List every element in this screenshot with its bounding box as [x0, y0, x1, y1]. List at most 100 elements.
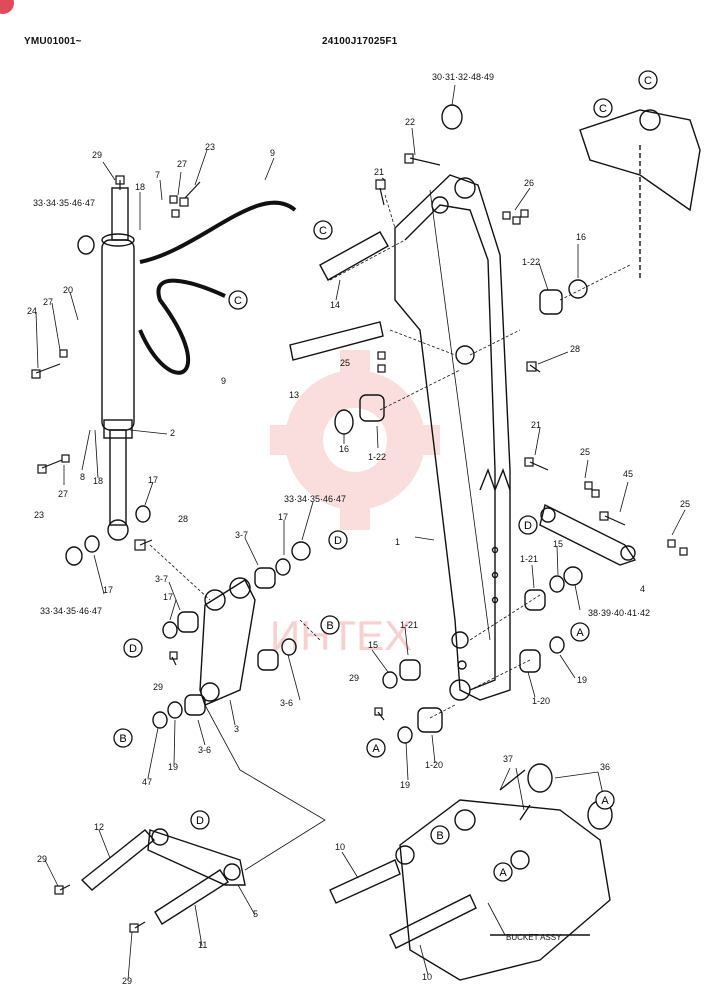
callout-marker: C: [593, 98, 613, 118]
callout-circle: [313, 220, 333, 240]
callout-letter: A: [499, 867, 507, 879]
hydraulic-cylinder: [101, 239, 135, 431]
part-label: 3: [234, 724, 239, 734]
callout-circle: [320, 615, 340, 635]
callout-circle: [328, 530, 348, 550]
part-label: 4: [640, 584, 645, 594]
callout-circle: [593, 98, 613, 118]
part-label: 16: [339, 444, 349, 454]
part-label: 38·39·40·41·42: [588, 608, 650, 618]
part-label: 17: [278, 512, 288, 522]
bucket-assy: [399, 799, 611, 981]
part-label: 29: [153, 682, 163, 692]
pin-12: [80, 829, 156, 891]
part-label: 27: [177, 159, 187, 169]
part-label: 18: [93, 476, 103, 486]
bolts: [31, 153, 688, 933]
callout-letter: A: [601, 795, 609, 807]
part-label: 1-20: [425, 760, 443, 770]
part-label: 19: [168, 762, 178, 772]
pin-10a: [329, 859, 401, 904]
callout-circle: [228, 290, 248, 310]
part-label: 45: [623, 469, 633, 479]
label-layer: 30·31·32·48·49222126297272391833·34·35·4…: [27, 72, 690, 986]
part-label: 2: [170, 428, 175, 438]
pin-14: [319, 231, 389, 281]
callout-circle: [123, 638, 143, 658]
part-label: 33·34·35·46·47: [40, 606, 102, 616]
callout-marker: A: [366, 738, 386, 758]
link-4: [539, 503, 637, 566]
part-label: BUCKET ASSY: [506, 933, 562, 942]
part-label: 17: [163, 592, 173, 602]
pin-10b: [389, 894, 477, 949]
part-label: 3-6: [280, 698, 293, 708]
part-label: 17: [103, 585, 113, 595]
part-label: 21: [374, 167, 384, 177]
part-label: 25: [680, 499, 690, 509]
part-label: 5: [253, 909, 258, 919]
part-label: 15: [553, 539, 563, 549]
callout-letter: A: [576, 627, 584, 639]
part-label: 19: [400, 780, 410, 790]
part-label: 8: [80, 472, 85, 482]
callout-letter: D: [196, 815, 204, 827]
part-label: 1-20: [532, 696, 550, 706]
callout-circle: [493, 862, 513, 882]
part-label: 1-21: [520, 554, 538, 564]
header-left-code: YMU01001~: [24, 36, 82, 47]
callout-layer: C C C C D D B D A B A A D B A: [113, 70, 658, 882]
part-label: 17: [148, 475, 158, 485]
callout-letter: D: [334, 535, 342, 547]
upper-boom-detail: [579, 109, 701, 212]
callout-marker: B: [430, 825, 450, 845]
part-label: 18: [135, 182, 145, 192]
part-label: 37: [503, 754, 513, 764]
part-label: 12: [94, 822, 104, 832]
part-label: 22: [405, 117, 415, 127]
part-label: 15: [368, 640, 378, 650]
callout-marker: D: [123, 638, 143, 658]
callout-letter: D: [524, 520, 532, 532]
link-3: [199, 578, 256, 706]
part-label: 29: [37, 854, 47, 864]
part-label: 1-22: [522, 257, 540, 267]
part-label: 1-21: [400, 620, 418, 630]
part-label: 9: [221, 376, 226, 386]
part-label: 28: [570, 344, 580, 354]
link-5: [147, 829, 246, 886]
callout-letter: C: [319, 225, 327, 237]
part-label: 27: [43, 297, 53, 307]
hose-lower: [138, 278, 226, 375]
callout-letter: B: [326, 620, 333, 632]
part-label: 1: [395, 537, 400, 547]
part-label: 20: [63, 285, 73, 295]
callout-circle: [190, 810, 210, 830]
callout-letter: C: [234, 295, 242, 307]
callout-marker: D: [328, 530, 348, 550]
callout-marker: B: [113, 728, 133, 748]
part-label: 16: [576, 232, 586, 242]
callout-circle: [518, 515, 538, 535]
callout-marker: A: [493, 862, 513, 882]
part-label: 27: [58, 489, 68, 499]
part-label: 25: [580, 447, 590, 457]
part-label: 36: [600, 762, 610, 772]
part-label: 26: [524, 178, 534, 188]
callout-letter: C: [644, 75, 652, 87]
callout-circle: [638, 70, 658, 90]
part-label: 29: [92, 150, 102, 160]
callout-marker: C: [638, 70, 658, 90]
callout-letter: C: [599, 103, 607, 115]
part-label: 47: [142, 777, 152, 787]
part-label: 33·34·35·46·47: [284, 494, 346, 504]
callout-circle: [430, 825, 450, 845]
leader-lines: [35, 84, 686, 981]
callout-marker: A: [570, 622, 590, 642]
pin-13: [289, 321, 384, 361]
part-label: 10: [422, 972, 432, 982]
header-center-code: 24100J17025F1: [322, 36, 398, 47]
pin-11: [154, 869, 229, 925]
watermark-text: ИНТЕХ: [270, 612, 412, 659]
callout-marker: D: [190, 810, 210, 830]
